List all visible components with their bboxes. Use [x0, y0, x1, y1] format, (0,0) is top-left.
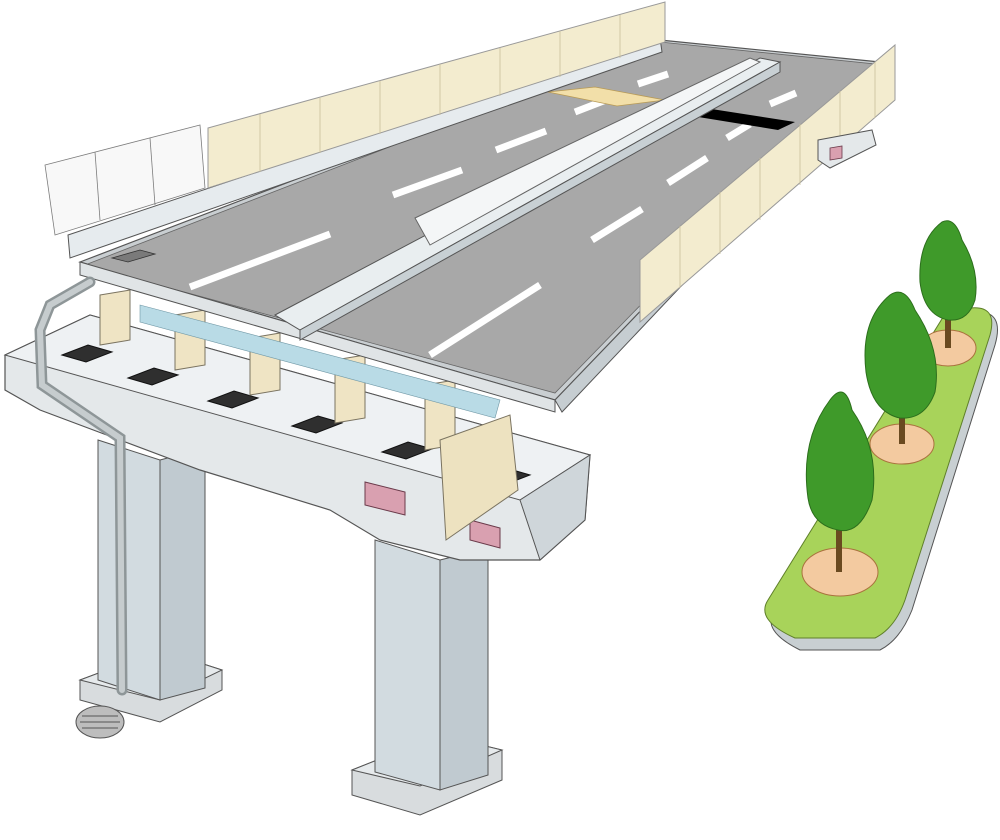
median-barrier — [273, 57, 782, 341]
tree-1 — [805, 391, 875, 572]
tree-3 — [919, 220, 977, 348]
deck-drain — [110, 249, 157, 263]
pier-right — [350, 539, 504, 816]
seismic-blocks — [364, 481, 501, 549]
deck-rebar — [139, 304, 501, 419]
drain-pipe — [34, 276, 128, 696]
pier-left — [78, 439, 224, 723]
sound-barrier-left — [207, 1, 666, 189]
column-right — [374, 539, 441, 791]
lane-markings — [188, 70, 798, 358]
sound-barrier-right — [639, 43, 896, 324]
expansion-joint-black — [686, 108, 795, 130]
column-left — [97, 439, 161, 701]
mesh-fence — [44, 124, 206, 236]
tree-2 — [864, 291, 937, 444]
far-pier — [817, 129, 877, 169]
